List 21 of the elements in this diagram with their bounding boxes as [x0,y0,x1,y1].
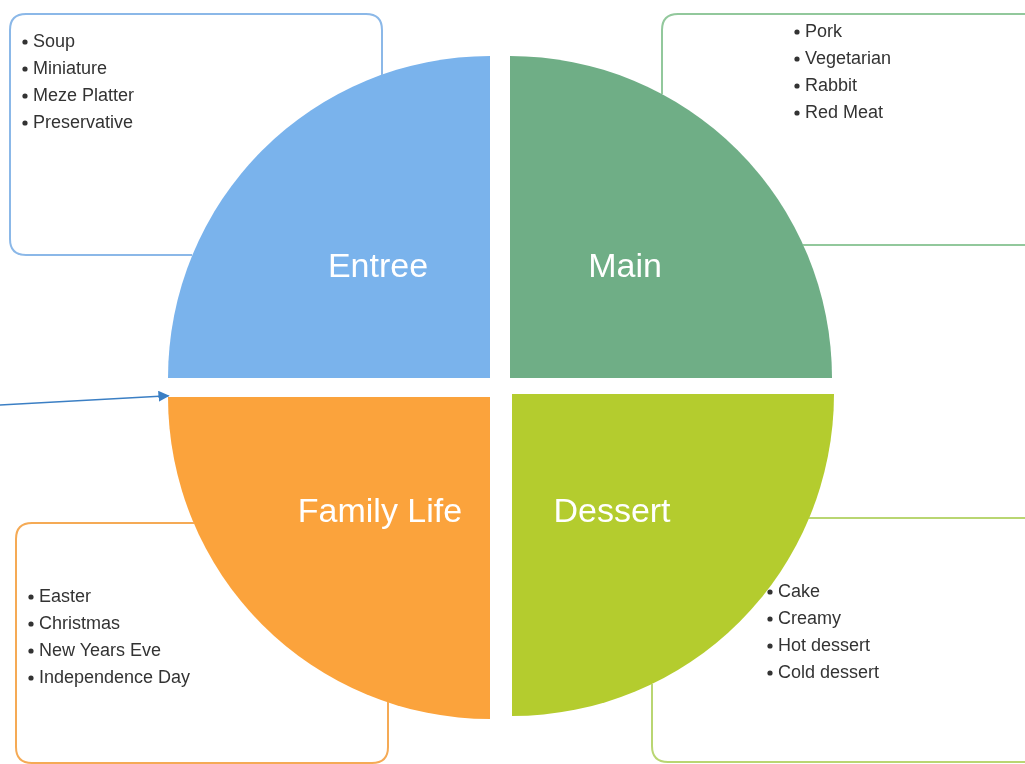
list-item: Vegetarian [805,48,892,68]
segment-label: Main [588,245,662,285]
list-item: Soup [33,31,76,51]
list-item: Cold dessert [778,662,880,682]
list-item: Easter [39,586,92,606]
list-item: Meze Platter [33,85,135,105]
list-item: Rabbit [805,75,858,95]
list-item: Creamy [778,608,841,628]
list-item: Christmas [39,613,120,633]
list-item: Pork [805,21,842,41]
segment-label: Entree [327,245,429,285]
list-item: Independence Day [39,667,191,687]
arrow [0,390,170,406]
list-item: Miniature [33,58,108,78]
list-item: Hot dessert [778,635,871,655]
list-item: Red Meat [805,102,884,122]
list-item: Preservative [33,112,134,132]
segment-label: Dessert [553,490,671,530]
list-item: Cake [778,581,821,601]
segment-label: Family Life [297,490,463,530]
list-item: New Years Eve [39,640,162,660]
